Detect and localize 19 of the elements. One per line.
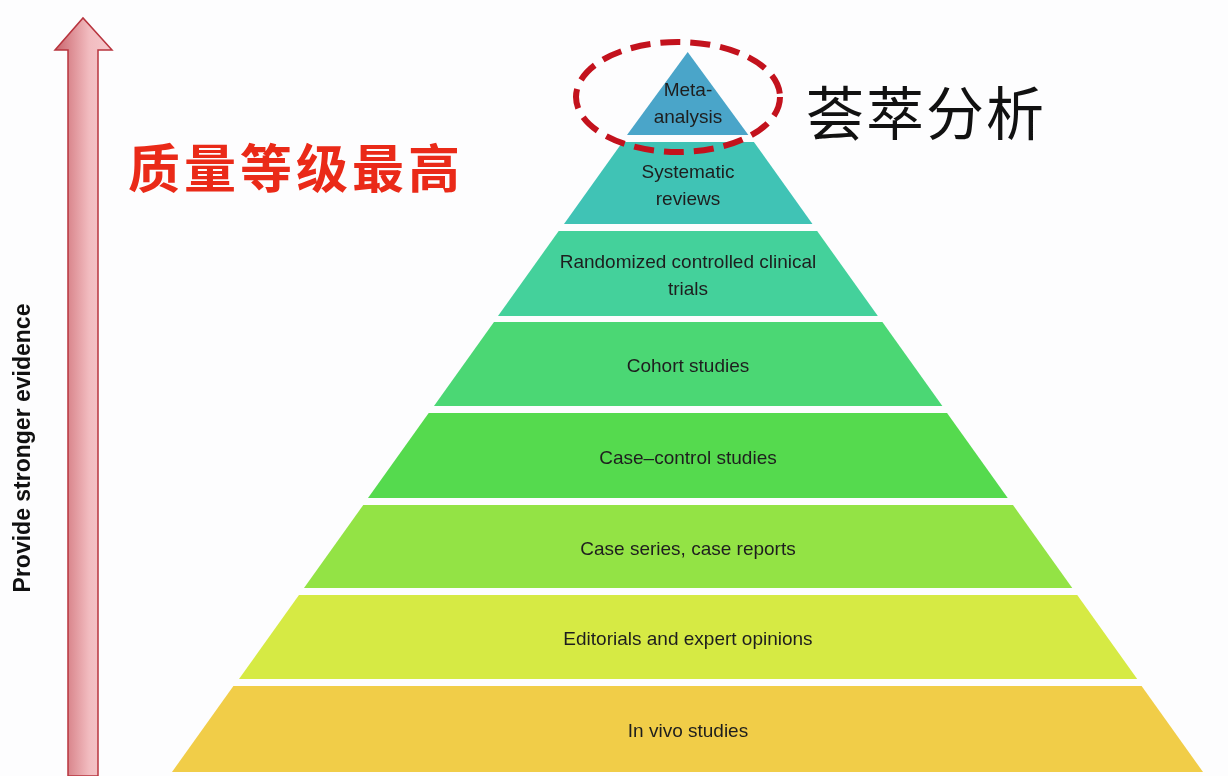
pyramid-apex (627, 52, 749, 135)
layer-label: In vivo studies (627, 719, 749, 744)
pyramid-layer (303, 505, 1073, 588)
layer-label: Cohort studies (626, 354, 750, 379)
layer-label: Case–control studies (599, 445, 777, 470)
layer-label: Editorials and expert opinions (563, 627, 813, 652)
layer-label: Case series, case reports (580, 536, 796, 561)
pyramid-layer (172, 686, 1204, 772)
heading-text: 质量等级最高 (128, 128, 464, 203)
layer-label: Systematic reviews (640, 159, 736, 211)
pyramid-layer (563, 142, 813, 224)
pyramid-layer (238, 595, 1138, 679)
layer-label: Randomized controlled clinical trials (558, 250, 818, 302)
pyramid-layer (368, 413, 1008, 498)
axis-label: Provide stronger evidence (8, 303, 36, 593)
pyramid-layer (433, 322, 943, 406)
annotation-text: 荟萃分析 (806, 68, 1046, 152)
pyramid-layer (498, 231, 878, 316)
layer-label: Meta-analysis (652, 78, 724, 130)
